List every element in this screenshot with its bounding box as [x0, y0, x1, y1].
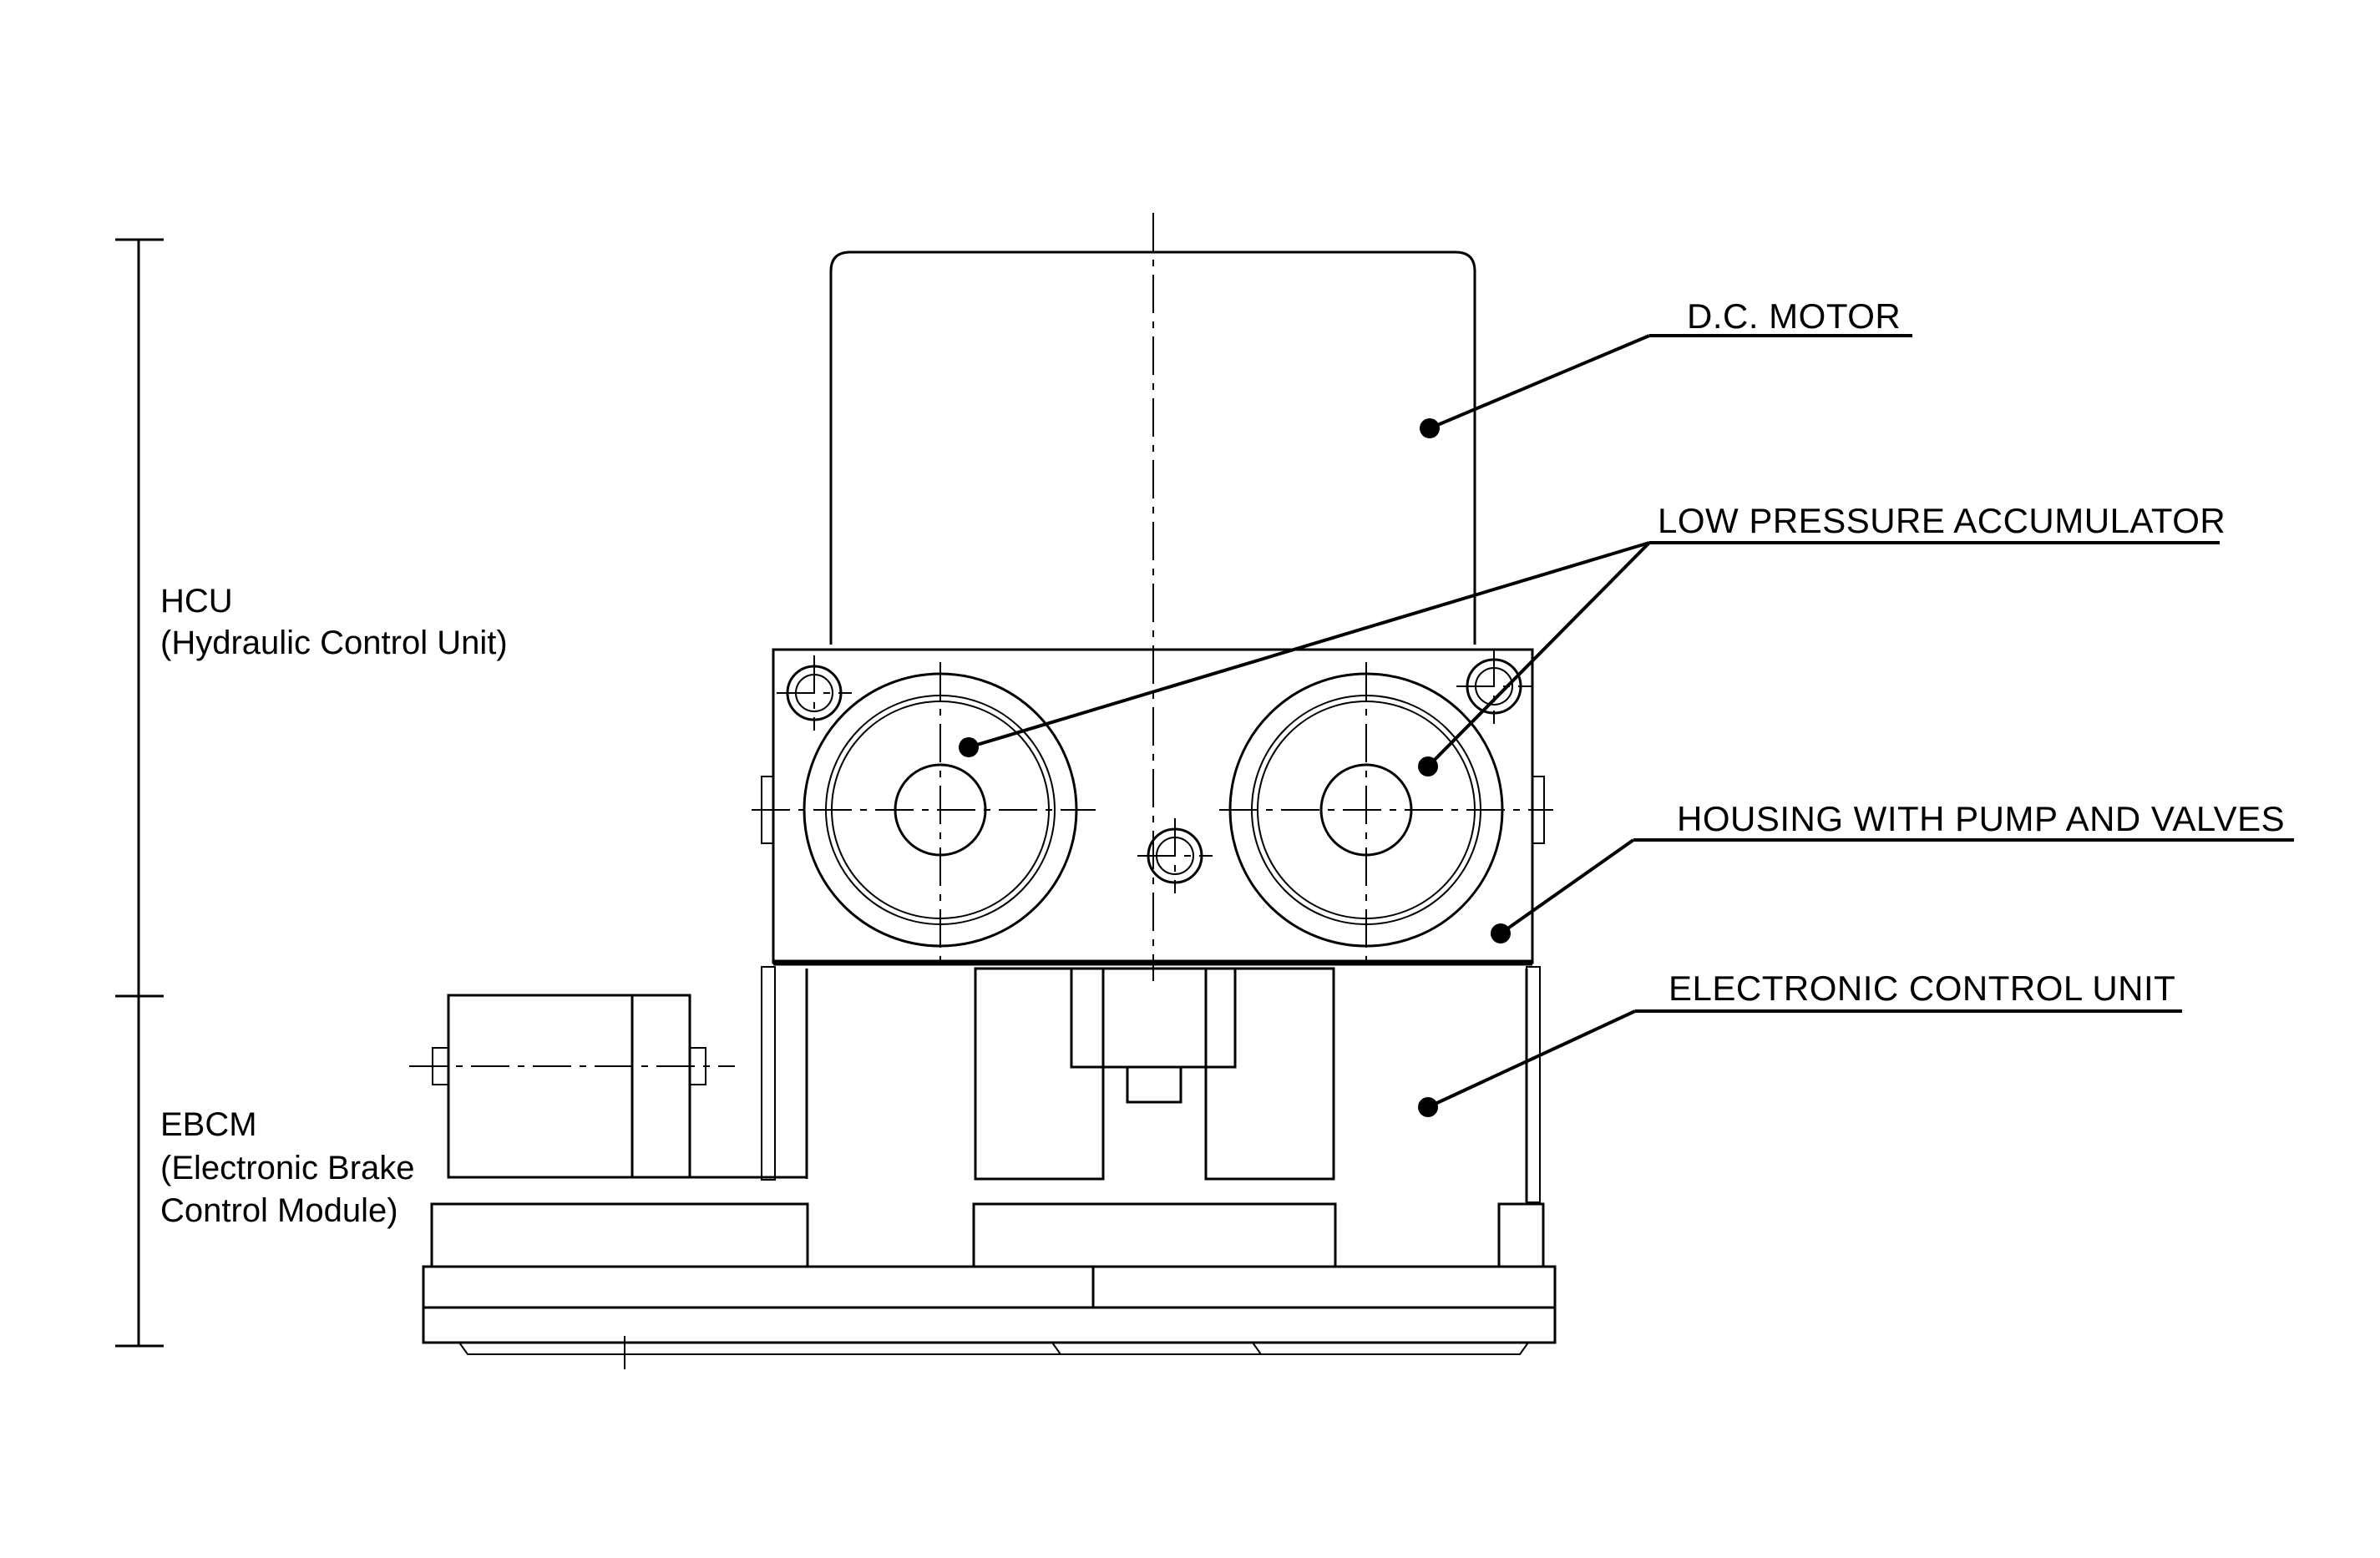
callout-housing: HOUSING WITH PUMP AND VALVES — [1491, 799, 2294, 943]
housing-bolt-top-right — [1456, 649, 1532, 724]
dc-motor-label: D.C. MOTOR — [1687, 296, 1901, 336]
ebcm-abbr: EBCM — [160, 1106, 257, 1143]
ebcm-connector — [409, 994, 807, 1179]
hcu-abbr: HCU — [160, 583, 233, 620]
ebcm-full-name-line1: (Electronic Brake — [160, 1150, 415, 1186]
ebcm-base — [422, 1202, 1557, 1369]
callout-dc-motor: D.C. MOTOR — [1420, 296, 1912, 438]
accumulator-left — [752, 662, 1096, 960]
electronic-control-unit-body — [761, 966, 1541, 1203]
low-pressure-accumulator-label: LOW PRESSURE ACCUMULATOR — [1658, 501, 2226, 540]
pump-valve-housing — [761, 648, 1545, 966]
callout-ecu: ELECTRONIC CONTROL UNIT — [1418, 969, 2182, 1117]
housing-bolt-top-left — [777, 655, 852, 731]
accumulator-right — [1219, 662, 1553, 960]
housing-bolt-center — [1137, 818, 1213, 893]
housing-label: HOUSING WITH PUMP AND VALVES — [1677, 799, 2285, 838]
ebcm-full-name-line2: Control Module) — [160, 1192, 398, 1229]
hcu-full-name: (Hydraulic Control Unit) — [160, 625, 508, 661]
callout-low-pressure-accumulator: LOW PRESSURE ACCUMULATOR — [959, 501, 2226, 776]
dc-motor-body — [829, 213, 1476, 981]
dimension-bracket — [115, 238, 164, 1348]
ecu-label: ELECTRONIC CONTROL UNIT — [1669, 969, 2175, 1008]
